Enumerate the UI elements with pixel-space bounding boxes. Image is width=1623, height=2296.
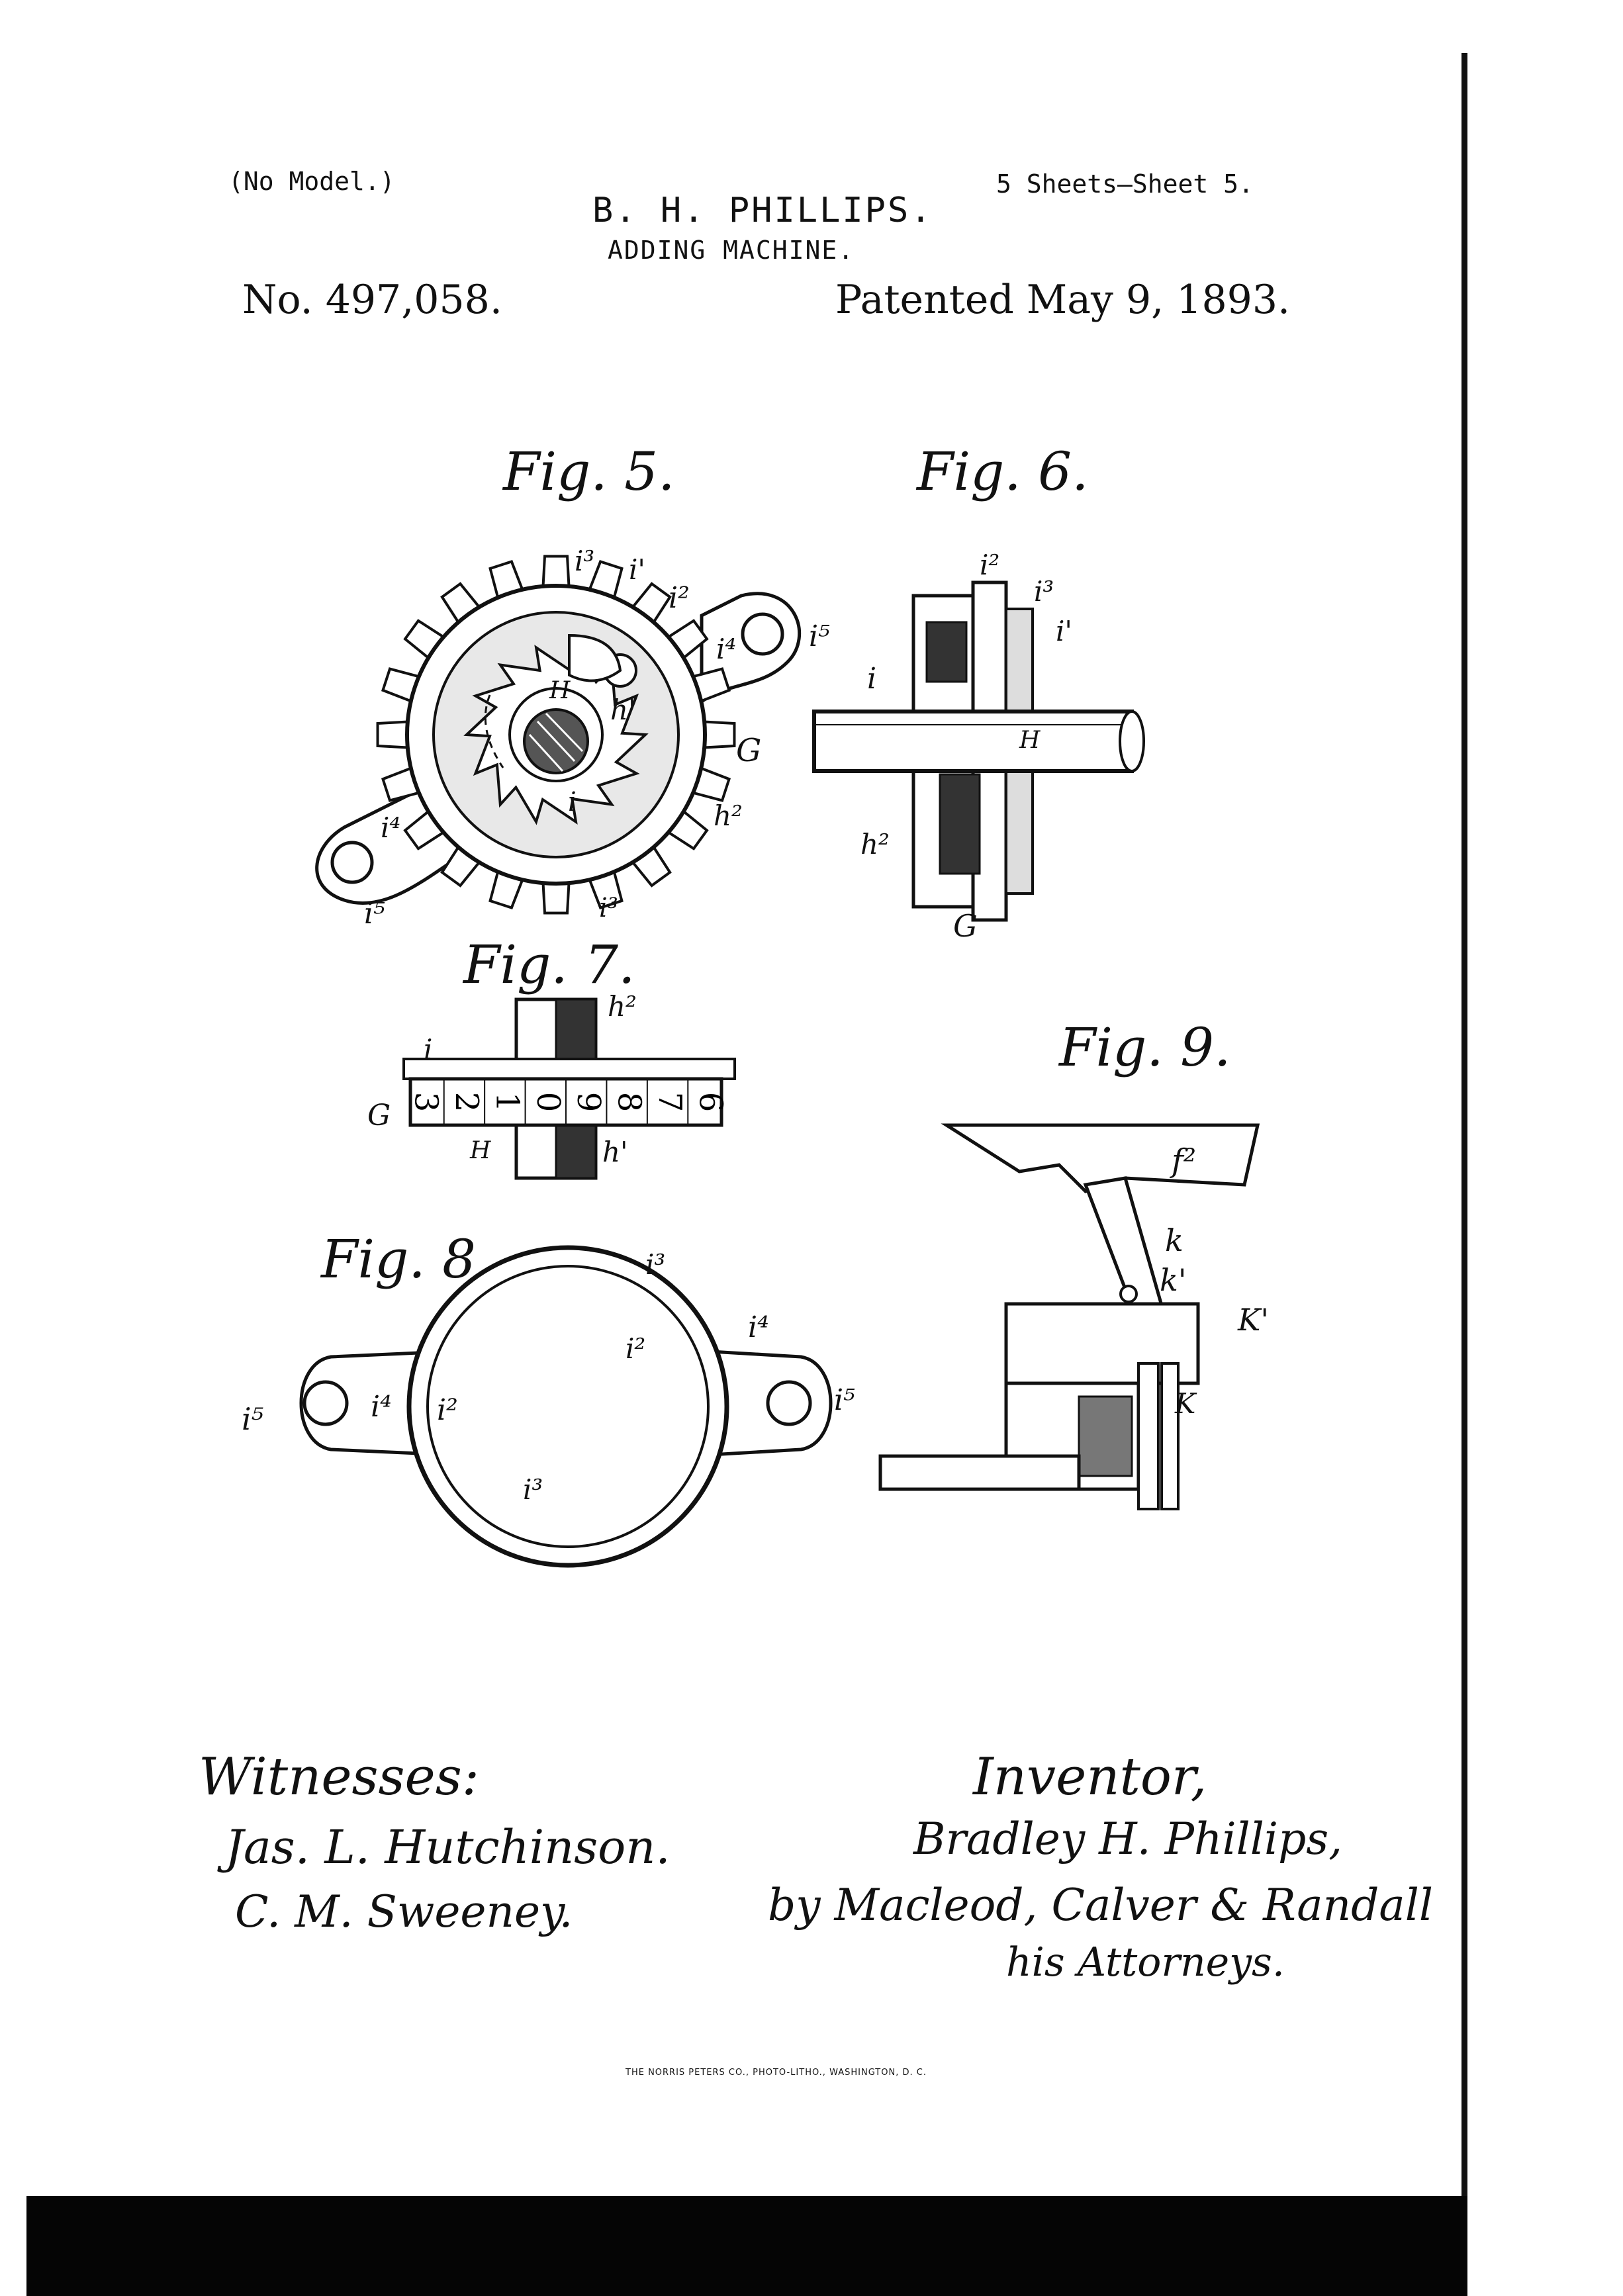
fig9-label-k1: k' [1160,1262,1187,1298]
fig8-label-i4-right: i⁴ [748,1310,769,1344]
fig7-dial-digit: 2 [448,1092,485,1113]
fig7-label-h1: h' [602,1136,628,1168]
fig9-label-f2: f² [1170,1142,1196,1179]
patented-date: Patented May 9, 1893. [835,277,1291,323]
fig5-caption: Fig. 5. [502,441,675,502]
witnesses-label: Witnesses: [199,1747,480,1807]
fig6-label-i2: i² [980,549,999,581]
fig6-label-h2: h² [860,828,890,860]
no-model-note: (No Model.) [228,167,395,196]
fig5-label-G: G [736,732,761,769]
fig5-label-i3-top: i³ [575,545,594,577]
figure-8: Fig. 8. i³ i² i⁴ i⁵ i⁵ i⁴ i² i³ [242,1228,855,1568]
fig5-label-i4-left: i⁴ [381,811,400,844]
fig8-label-i5-left: i⁵ [242,1401,263,1437]
fig5-left-hole [330,841,374,884]
fig8-left-hole [302,1380,349,1426]
inventor-label: Inventor, [973,1747,1207,1807]
fig6-label-i1: i' [1056,615,1072,647]
figure-5: Fig. 5. i³ i' i² i⁴ i⁵ H h' [315,441,830,931]
scan-edge-rule [1461,53,1467,2250]
inventor-signature: Bradley H. Phillips, [913,1814,1343,1864]
fig7-dial-digit: 0 [530,1092,567,1113]
fig8-label-i3-top: i³ [645,1248,665,1281]
fig5-label-i4-right: i⁴ [716,633,736,665]
fig6-label-G: G [953,908,978,944]
fig7-dial-digit: 6 [692,1092,729,1113]
fig8-ring-inner [426,1265,710,1548]
fig5-label-h1: h' [610,694,636,726]
fig9-post-a [1137,1362,1160,1510]
fig9-label-K1: K' [1237,1302,1269,1338]
fig9-shaft [878,1454,1081,1491]
attorneys-signature: by Macleod, Calver & Randall [768,1880,1433,1931]
fig5-label-H: H [549,677,571,704]
fig9-pivot [1119,1285,1138,1303]
fig6-caption: Fig. 6. [915,441,1089,502]
inventor-heading: B. H. PHILLIPS. [592,191,933,230]
fig8-label-i4-left: i⁴ [371,1390,392,1424]
fig6-shaft-end [1119,710,1145,772]
fig7-dial-digit: 9 [570,1092,607,1113]
fig7-label-i: i [424,1033,432,1066]
fig6-pawl-section [925,621,968,683]
fig7-caption: Fig. 7. [462,934,635,995]
fig5-label-i: i [568,787,577,817]
patent-number: No. 497,058. [242,277,502,323]
fig5-shaft-hatch [528,712,584,772]
attorneys-role: his Attorneys. [1006,1939,1285,1986]
fig7-label-h2: h² [608,990,637,1023]
fig9-post-b [1160,1362,1180,1510]
fig8-caption: Fig. 8. [320,1228,493,1290]
fig5-pawl [568,633,622,682]
fig8-label-i2-right: i² [626,1332,645,1365]
fig8-right-hole [766,1380,812,1426]
printer-credit: THE NORRIS PETERS CO., PHOTO-LITHO., WAS… [626,2068,927,2078]
fig9-label-K: K [1174,1387,1197,1420]
fig6-label-i: i [867,662,876,696]
fig7-dial-digit: 8 [611,1092,648,1113]
fig7-dial-digit: 1 [488,1092,526,1113]
fig8-label-i2-left: i² [437,1393,458,1427]
fig8-label-i5-right: i⁵ [834,1383,855,1417]
fig9-label-k: k [1165,1222,1183,1258]
fig7-dial-digit: 7 [651,1092,688,1113]
fig7-label-G: G [367,1099,391,1132]
fig6-shaft [812,710,1134,773]
figure-6: Fig. 6. i² i³ i' i H h² G [812,441,1145,944]
fig9-caption: Fig. 9. [1058,1017,1231,1078]
invention-title: ADDING MACHINE. [608,236,855,265]
sheet-info: 5 Sheets—Sheet 5. [996,169,1254,199]
fig5-label-i5-left: i⁵ [364,897,385,931]
fig6-label-i3: i³ [1034,575,1054,608]
fig5-label-i3-bottom: i³ [599,893,618,923]
figure-9: Fig. 9. f² k k' K' K [878,1017,1269,1510]
fig5-label-i1: i' [629,553,645,586]
scan-bottom-band [26,2196,1467,2296]
fig9-pawl-K [1078,1395,1133,1477]
fig6-label-H: H [1019,727,1041,754]
fig5-label-h2: h² [714,800,743,832]
witness-signature-1: Jas. L. Hutchinson. [225,1820,671,1874]
fig6-ratchet-section [939,773,981,875]
fig7-label-H: H [469,1137,491,1164]
fig5-label-i2: i² [669,581,690,615]
witness-signature-2: C. M. Sweeney. [235,1886,573,1937]
fig7-gear-edge [402,1058,736,1080]
fig5-right-hole [741,612,784,656]
fig5-label-i5-right: i⁵ [809,620,830,653]
fig7-dial-digit: 3 [408,1092,445,1113]
fig8-label-i3-bottom: i³ [523,1473,543,1506]
